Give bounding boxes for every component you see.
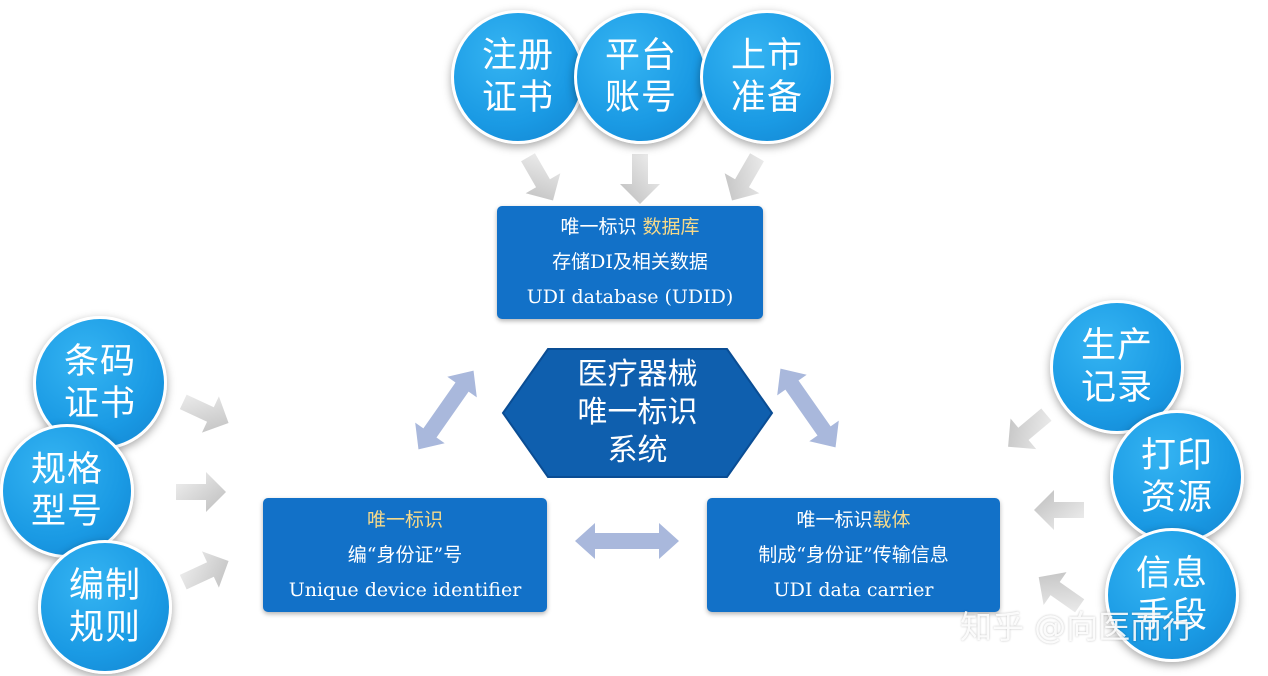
udi-carrier-box: 唯一标识载体 制成“身份证”传输信息 UDI data carrier <box>707 498 1000 612</box>
bubble-production-records: 生产记录 <box>1050 300 1184 434</box>
arrow-right-3 <box>1038 572 1085 613</box>
identifier-desc: 编“身份证”号 <box>347 543 463 566</box>
arrow-right-2 <box>1034 490 1084 530</box>
bubble-coding-rules: 编制规则 <box>38 540 172 674</box>
arrow-right-1 <box>1008 408 1052 450</box>
bubble-information-means: 信息手段 <box>1105 528 1239 662</box>
identifier-english: Unique device identifier <box>288 578 522 601</box>
bubble-market-preparation: 上市准备 <box>700 10 834 144</box>
carrier-english: UDI data carrier <box>773 578 934 601</box>
udi-database-box: 唯一标识 数据库 存储DI及相关数据 UDI database (UDID) <box>497 206 763 319</box>
udi-identifier-box: 唯一标识 编“身份证”号 Unique device identifier <box>263 498 547 612</box>
database-desc: 存储DI及相关数据 <box>552 251 708 273</box>
link-arrow-right <box>777 368 839 448</box>
arrow-top-1 <box>521 153 561 201</box>
bubble-printing-resources: 打印资源 <box>1110 410 1244 544</box>
bubble-platform-account: 平台账号 <box>574 10 708 144</box>
arrow-left-2 <box>176 472 226 512</box>
arrow-left-3 <box>179 551 229 590</box>
link-arrow-bottom <box>575 523 679 559</box>
arrow-top-3 <box>724 153 764 201</box>
bubble-specification-model: 规格型号 <box>0 424 134 558</box>
link-arrow-left <box>415 370 477 450</box>
carrier-desc: 制成“身份证”传输信息 <box>758 543 949 566</box>
hub-line-1: 医疗器械 <box>577 357 698 392</box>
identifier-title: 唯一标识 <box>366 508 443 531</box>
hub-line-3: 系统 <box>607 433 668 468</box>
carrier-title: 唯一标识载体 <box>796 508 911 531</box>
database-title: 唯一标识 数据库 <box>560 216 700 238</box>
arrow-top-2 <box>620 154 660 204</box>
hub-hexagon <box>501 348 774 478</box>
hub-label: 医疗器械 唯一标识 系统 <box>500 348 775 478</box>
watermark: 知乎 @向医而行 <box>960 608 1195 646</box>
database-english: UDI database (UDID) <box>526 286 734 308</box>
arrow-left-1 <box>179 394 229 433</box>
hub-line-2: 唯一标识 <box>577 395 698 430</box>
bubble-registration-certificate: 注册证书 <box>451 10 585 144</box>
